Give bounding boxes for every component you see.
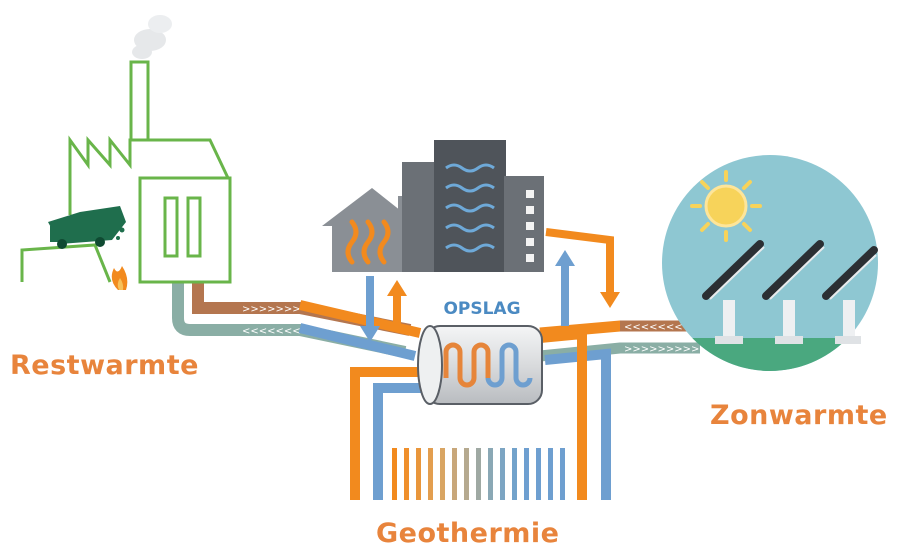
svg-text:<<<<<<<: <<<<<<< xyxy=(242,326,301,337)
garbage-truck-icon xyxy=(48,206,126,249)
storage-tank-icon xyxy=(417,325,543,405)
restwarmte-pipes: >>>>>>> <<<<<<< xyxy=(172,282,422,361)
flame-icon xyxy=(111,266,128,290)
geothermie-pipes xyxy=(350,367,565,500)
restwarmte-label: Restwarmte xyxy=(10,350,199,381)
building-icon xyxy=(402,140,544,272)
svg-text:<<<<<<<<<: <<<<<<<<< xyxy=(624,322,699,333)
opslag-label: OPSLAG xyxy=(443,299,520,319)
geothermal-wells xyxy=(392,448,565,500)
geothermie-label: Geothermie xyxy=(376,518,560,549)
svg-text:>>>>>>>: >>>>>>> xyxy=(242,304,301,315)
svg-text:>>>>>>>>>: >>>>>>>>> xyxy=(624,344,699,355)
solar-panel-icon xyxy=(702,240,878,344)
heat-waves-icon xyxy=(345,219,391,265)
zonwarmte-pipes: <<<<<<<<< >>>>>>>>> xyxy=(539,320,700,500)
zonwarmte-label: Zonwarmte xyxy=(710,400,888,431)
flow-arrows xyxy=(360,228,620,342)
